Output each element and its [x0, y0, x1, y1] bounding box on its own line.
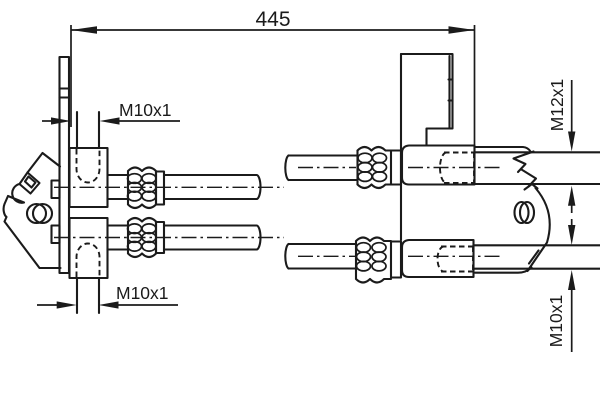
dimension-bottom-left-thread: M10x1: [37, 283, 178, 309]
spring-protector: [356, 145, 393, 190]
hidden-thread-socket: [436, 245, 474, 273]
hose-break-end: [284, 154, 290, 182]
arrowhead-up-icon: [568, 185, 576, 206]
hidden-bolt-socket: [75, 242, 101, 277]
lower-hose-right-segment: [284, 236, 500, 284]
arrowhead-left-icon: [99, 117, 120, 125]
dimension-right-upper-thread: M12x1: [547, 79, 576, 152]
arrowhead-down-icon: [568, 225, 576, 245]
spring-protector: [354, 236, 393, 284]
overall-length-label: 445: [255, 8, 290, 31]
dimension-top-left-thread: M10x1: [42, 100, 180, 125]
bracket-tab-edge: [473, 145, 532, 153]
upper-hose-right-segment: [284, 145, 500, 190]
arrowhead-right-icon: [56, 301, 77, 309]
arrowhead-right-icon: [51, 117, 71, 125]
top-left-banjo-fitting: [68, 110, 109, 209]
bottom-left-banjo-fitting: [68, 216, 109, 315]
right-lower-thread-label: M10x1: [546, 295, 566, 348]
bracket-hole: [25, 202, 48, 225]
bracket-hole: [513, 200, 530, 225]
bottom-left-thread-label: M10x1: [116, 283, 169, 303]
dimension-right-lower-thread: M10x1: [546, 270, 576, 352]
lower-hose-left-segment: [54, 216, 284, 259]
arrowhead-down-icon: [568, 131, 576, 152]
arrowhead-left-icon: [98, 301, 119, 309]
top-left-thread-label: M10x1: [119, 100, 172, 120]
hidden-thread-socket: [439, 151, 475, 184]
right-upper-thread-label: M12x1: [547, 79, 567, 132]
bracket-edge-curve: [526, 186, 551, 273]
dimension-overall-length: 445: [70, 8, 476, 145]
arrowhead-left-icon: [71, 26, 97, 34]
left-mounting-plate: [50, 55, 71, 275]
dimension-stud-gap: [568, 185, 576, 245]
arrowhead-right-icon: [448, 26, 475, 34]
upper-hose-left-segment: [54, 166, 284, 210]
protector-collar: [389, 240, 403, 279]
bracket-tab: [18, 171, 41, 195]
protector-collar: [389, 149, 403, 186]
arrowhead-up-icon: [568, 270, 576, 290]
lower-right-fitting: [400, 238, 600, 279]
hose-break-end: [284, 242, 290, 270]
left-mounting-bracket: [2, 151, 62, 270]
hidden-bolt-socket: [75, 149, 101, 184]
upper-right-fitting: [400, 144, 600, 186]
